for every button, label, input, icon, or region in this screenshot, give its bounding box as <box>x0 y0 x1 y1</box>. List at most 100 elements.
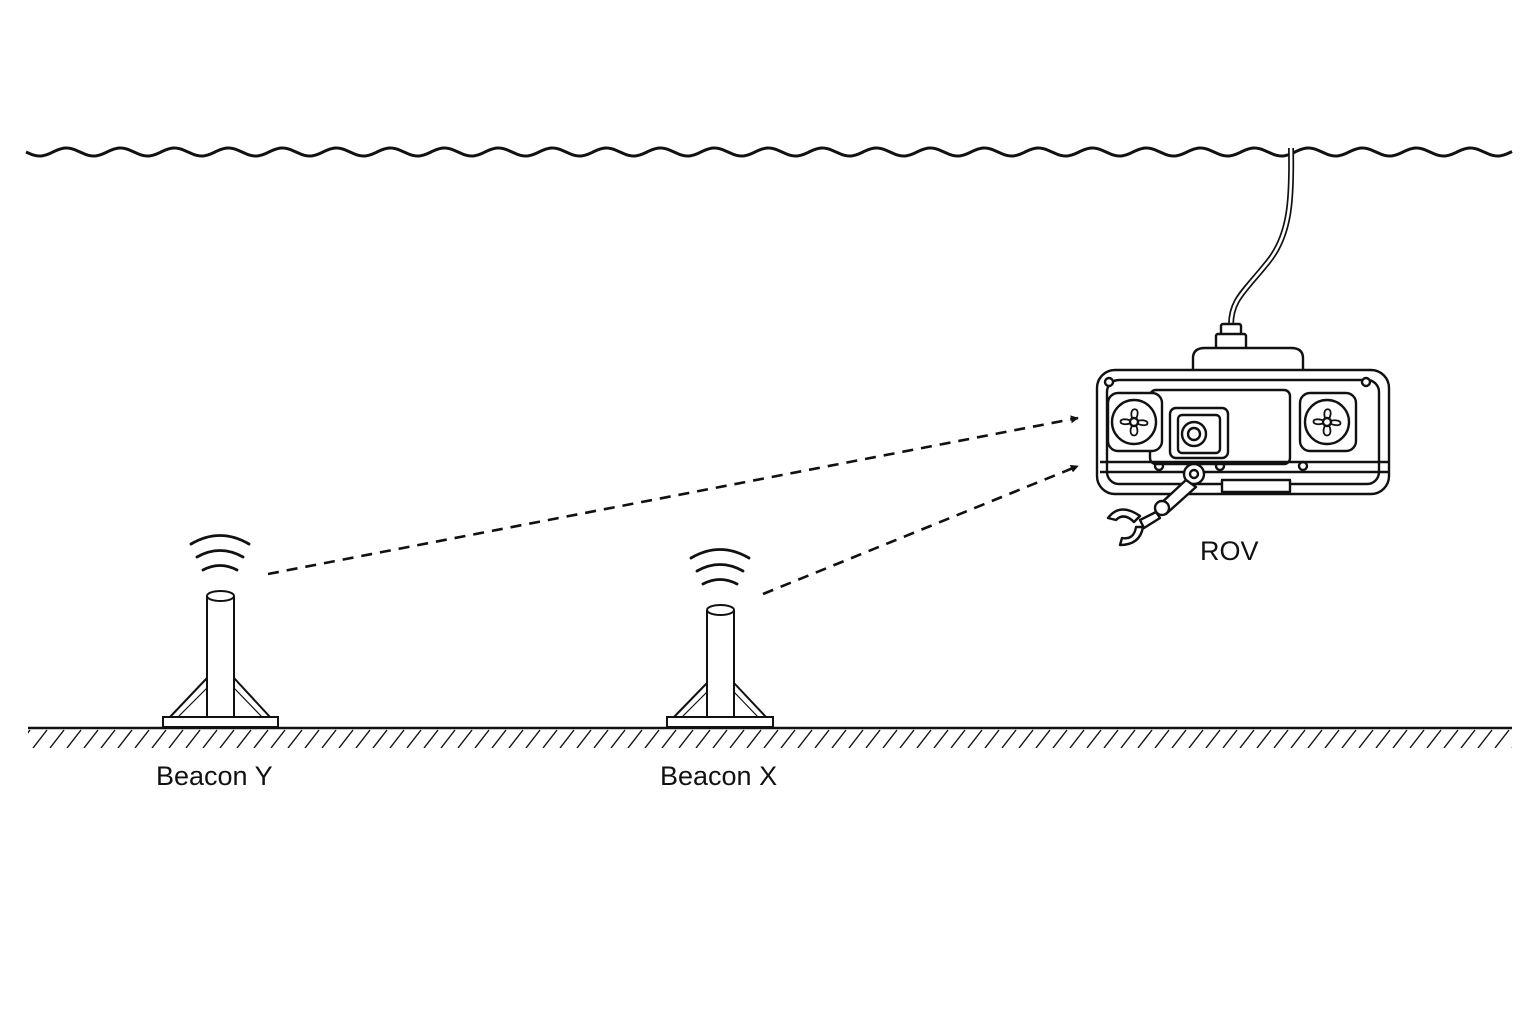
seabed-hatch-mark <box>1290 729 1306 748</box>
seabed-hatch-mark <box>610 729 626 748</box>
seabed-hatch-mark <box>1307 729 1323 748</box>
beacon-y <box>162 534 279 728</box>
seabed-hatch-mark <box>1086 729 1102 748</box>
beacon-y-label: Beacon Y <box>156 761 273 791</box>
seabed-hatch-mark <box>1494 729 1510 748</box>
seabed-hatch-mark <box>406 729 422 748</box>
seabed-hatch-mark <box>967 729 983 748</box>
seabed-hatch-mark <box>542 729 558 748</box>
seabed-hatch-mark <box>1239 729 1255 748</box>
seabed-hatch-mark <box>1052 729 1068 748</box>
seabed-hatch-mark <box>729 729 745 748</box>
seabed-hatch-mark <box>321 729 337 748</box>
seabed-hatch-mark <box>219 729 235 748</box>
gripper-arm-icon <box>1106 462 1206 547</box>
seabed-hatch-mark <box>1324 729 1340 748</box>
seabed-hatch-mark <box>508 729 524 748</box>
seabed-hatch-mark <box>270 729 286 748</box>
seabed-hatch-mark <box>780 729 796 748</box>
seabed-hatch-mark <box>1460 729 1476 748</box>
beacon-x <box>666 548 774 728</box>
seabed-hatch-mark <box>253 729 269 748</box>
seabed-hatch-mark <box>627 729 643 748</box>
signal-waves-icon <box>189 534 251 572</box>
rov-icon <box>1095 322 1391 547</box>
seabed-hatch-mark <box>950 729 966 748</box>
seabed-hatch-mark <box>1103 729 1119 748</box>
seabed-hatch-mark <box>559 729 575 748</box>
seabed-hatch-mark <box>474 729 490 748</box>
seabed-hatch-mark <box>1188 729 1204 748</box>
seabed-hatch-mark <box>865 729 881 748</box>
seabed-hatch-mark <box>899 729 915 748</box>
seabed-hatch-mark <box>1154 729 1170 748</box>
seabed-hatch-mark <box>678 729 694 748</box>
signal-arrow-beacon-x <box>762 464 1079 596</box>
seabed-hatch-mark <box>100 729 116 748</box>
seabed-hatch-mark <box>1205 729 1221 748</box>
seabed-hatch-mark <box>1035 729 1051 748</box>
signal-arrow-beacon-y <box>267 415 1079 576</box>
seabed-hatch-mark <box>712 729 728 748</box>
seabed-hatch-mark <box>695 729 711 748</box>
seabed-hatch-mark <box>1358 729 1374 748</box>
thruster-icon <box>1298 391 1358 453</box>
seabed-hatch-mark <box>1222 729 1238 748</box>
seabed-hatch-mark <box>1409 729 1425 748</box>
seabed-hatch-mark <box>134 729 150 748</box>
rov-label: ROV <box>1200 536 1259 566</box>
seabed-hatch-mark <box>168 729 184 748</box>
seabed-hatch-mark <box>1392 729 1408 748</box>
seabed-hatch-mark <box>746 729 762 748</box>
seabed-hatch-mark <box>763 729 779 748</box>
seabed-hatch-mark <box>576 729 592 748</box>
seabed-hatch-mark <box>440 729 456 748</box>
seabed-hatch-mark <box>1001 729 1017 748</box>
seabed-hatch-mark <box>202 729 218 748</box>
water-surface-line <box>25 146 1513 158</box>
seabed-hatch-mark <box>1273 729 1289 748</box>
seabed-hatch-mark <box>389 729 405 748</box>
seabed-hatch-mark <box>831 729 847 748</box>
seabed-hatch-mark <box>338 729 354 748</box>
seabed-hatch-mark <box>1120 729 1136 748</box>
seabed-hatch-mark <box>117 729 133 748</box>
seabed-hatch-mark <box>1443 729 1459 748</box>
seabed-hatch-mark <box>1477 729 1493 748</box>
seabed-hatch-mark <box>916 729 932 748</box>
seabed-hatch-mark <box>1511 746 1512 748</box>
seabed-hatch-mark <box>32 729 48 748</box>
seabed-hatch-mark <box>287 729 303 748</box>
seabed-hatch-mark <box>644 729 660 748</box>
seabed-hatch-mark <box>1341 729 1357 748</box>
seabed-hatch-mark <box>236 729 252 748</box>
seabed-hatch-mark <box>491 729 507 748</box>
thruster-icon <box>1106 391 1164 453</box>
seabed-hatch-mark <box>372 729 388 748</box>
seabed-hatch-mark <box>1256 729 1272 748</box>
signal-waves-icon <box>689 548 751 586</box>
seabed <box>28 726 1512 748</box>
seabed-hatch-mark <box>1426 729 1442 748</box>
seabed-hatch-mark <box>185 729 201 748</box>
beacon-x-label: Beacon X <box>660 761 778 791</box>
seabed-hatch-mark <box>423 729 439 748</box>
seabed-hatch-mark <box>848 729 864 748</box>
seabed-hatch-mark <box>661 729 677 748</box>
seabed-hatch-mark <box>1069 729 1085 748</box>
seabed-hatch-mark <box>83 729 99 748</box>
seabed-hatch-mark <box>933 729 949 748</box>
seabed-hatch-mark <box>814 729 830 748</box>
seabed-hatch-mark <box>593 729 609 748</box>
seabed-hatch-mark <box>66 729 82 748</box>
seabed-hatch-mark <box>28 729 31 734</box>
seabed-hatch-mark <box>1018 729 1034 748</box>
beacon-icon <box>162 590 279 728</box>
seabed-hatch-mark <box>1137 729 1153 748</box>
seabed-hatch-mark <box>457 729 473 748</box>
seabed-hatch-mark <box>49 729 65 748</box>
seabed-hatch-mark <box>151 729 167 748</box>
rov-tether <box>1228 147 1295 326</box>
seabed-hatch-mark <box>797 729 813 748</box>
